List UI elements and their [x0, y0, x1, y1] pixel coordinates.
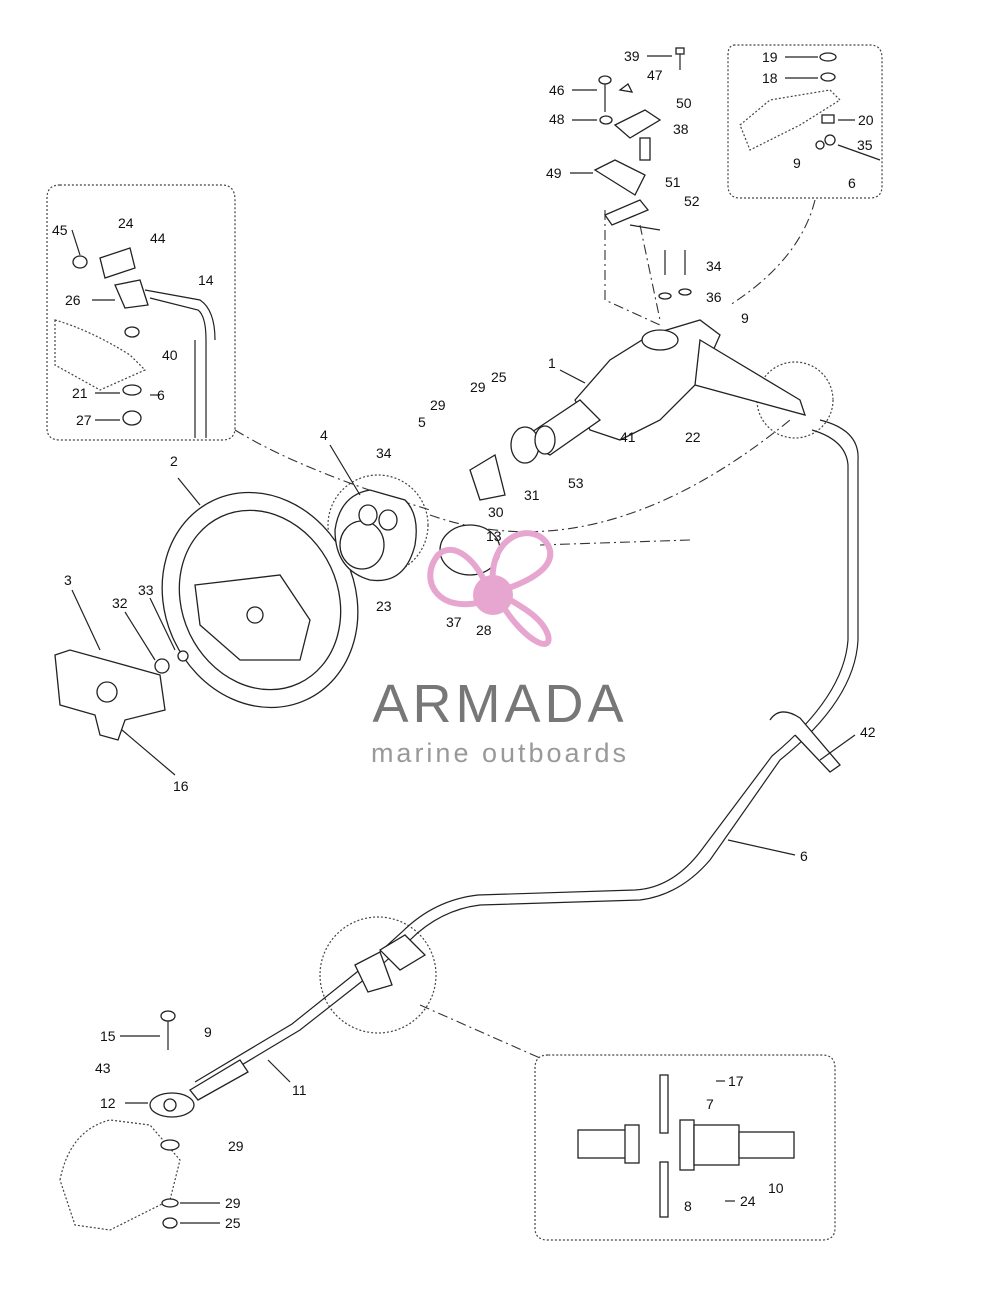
callout-35: 35 — [857, 137, 873, 153]
watermark-brand: ARMADA — [372, 674, 627, 734]
callout-22: 22 — [685, 429, 701, 445]
callout-9-detail: 9 — [793, 155, 801, 171]
callout-53: 53 — [568, 475, 584, 491]
pedal-bracket-detail — [739, 52, 881, 161]
callout-6-left: 6 — [157, 387, 165, 403]
steering-cable — [194, 419, 859, 1091]
callout-14: 14 — [198, 272, 214, 288]
callout-32: 32 — [112, 595, 128, 611]
callout-9-bottom: 9 — [204, 1024, 212, 1040]
detail-frames — [46, 44, 883, 1241]
upper-fasteners — [593, 47, 692, 326]
callout-36: 36 — [706, 289, 722, 305]
callout-12: 12 — [100, 1095, 116, 1111]
callout-30: 30 — [488, 504, 504, 520]
callout-33: 33 — [138, 582, 154, 598]
callout-25-top: 25 — [491, 369, 507, 385]
callout-38: 38 — [673, 121, 689, 137]
propeller-icon — [427, 530, 554, 647]
callout-3: 3 — [64, 572, 72, 588]
callout-43: 43 — [95, 1060, 111, 1076]
callout-20: 20 — [858, 112, 874, 128]
callout-29-upper: 29 — [470, 379, 486, 395]
callout-49: 49 — [546, 165, 562, 181]
callout-42: 42 — [860, 724, 876, 740]
callout-29-bottom: 29 — [225, 1195, 241, 1211]
callout-46: 46 — [549, 82, 565, 98]
callout-26: 26 — [65, 292, 81, 308]
callout-29-bottom-mid: 29 — [228, 1138, 244, 1154]
callout-39: 39 — [624, 48, 640, 64]
callout-15: 15 — [100, 1028, 116, 1044]
callout-52: 52 — [684, 193, 700, 209]
callout-8: 8 — [684, 1198, 692, 1214]
callout-6-cable: 6 — [800, 848, 808, 864]
callout-11: 11 — [292, 1082, 307, 1098]
callout-18: 18 — [762, 70, 778, 86]
callout-16: 16 — [173, 778, 189, 794]
callout-5: 5 — [418, 414, 426, 430]
callout-29-lower: 29 — [430, 397, 446, 413]
callout-labels: 39 46 47 48 50 38 49 51 52 34 36 9 19 18… — [52, 48, 876, 1231]
callout-21: 21 — [72, 385, 88, 401]
callout-37: 37 — [446, 614, 462, 630]
watermark-tagline: marine outboards — [371, 738, 629, 768]
helm-assembly — [439, 319, 807, 576]
armada-watermark: ARMADA marine outboards — [371, 530, 629, 768]
callout-4: 4 — [320, 427, 328, 443]
callout-27: 27 — [76, 412, 92, 428]
callout-9-top: 9 — [741, 310, 749, 326]
engine-link — [59, 1010, 249, 1231]
callout-24-top: 24 — [118, 215, 134, 231]
callout-47: 47 — [647, 67, 663, 83]
steering-wheel — [161, 491, 359, 709]
callout-1: 1 — [548, 355, 556, 371]
gauge-panel — [334, 489, 417, 582]
callout-34-top: 34 — [706, 258, 722, 274]
hub-cover — [54, 649, 189, 741]
callout-48: 48 — [549, 111, 565, 127]
bulkhead-detail — [577, 1074, 795, 1218]
callout-6-detail: 6 — [848, 175, 856, 191]
callout-24-bottom: 24 — [740, 1193, 756, 1209]
callout-41: 41 — [620, 429, 636, 445]
callout-17: 17 — [728, 1073, 744, 1089]
callout-2: 2 — [170, 453, 178, 469]
callout-50: 50 — [676, 95, 692, 111]
callout-31: 31 — [524, 487, 540, 503]
callout-23: 23 — [376, 598, 392, 614]
callout-44: 44 — [150, 230, 166, 246]
callout-7: 7 — [706, 1096, 714, 1112]
callout-28: 28 — [476, 622, 492, 638]
callout-34-mid: 34 — [376, 445, 392, 461]
callout-10: 10 — [768, 1180, 784, 1196]
callout-25-bottom: 25 — [225, 1215, 241, 1231]
callout-40: 40 — [162, 347, 178, 363]
leader-lines — [71, 55, 856, 1224]
callout-51: 51 — [665, 174, 681, 190]
callout-19: 19 — [762, 49, 778, 65]
left-detail-parts — [54, 247, 216, 438]
callout-45: 45 — [52, 222, 68, 238]
callout-13: 13 — [486, 528, 502, 544]
